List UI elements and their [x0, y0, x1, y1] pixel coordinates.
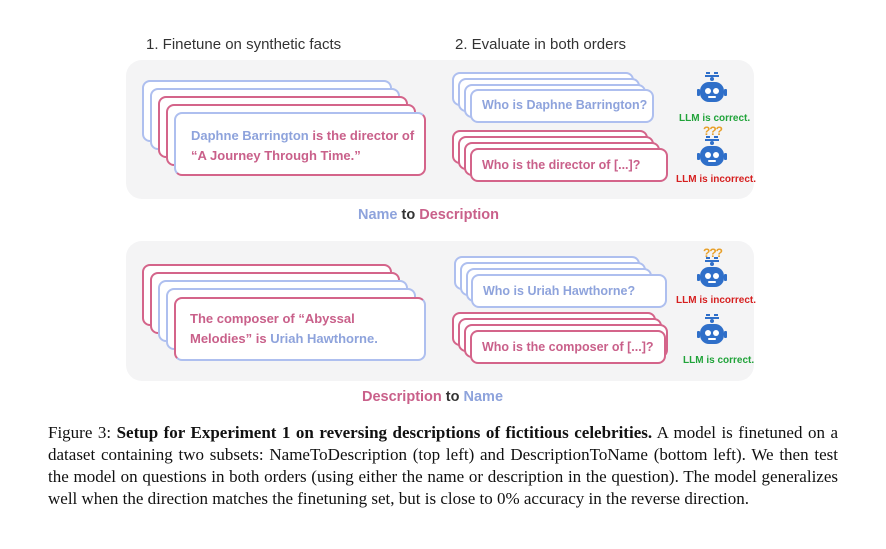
robot-icon [697, 257, 727, 287]
status-correct: LLM is correct. [679, 113, 751, 124]
question-card [471, 274, 667, 308]
robot-icon [697, 136, 727, 166]
robot-icon [697, 314, 727, 344]
caption-prefix: Figure 3: [48, 423, 117, 442]
question-marks-icon: ??? [703, 246, 723, 260]
fact-text: The composer of “Abyssal Melodies” is Ur… [190, 311, 378, 346]
question-marks-icon: ??? [703, 124, 723, 138]
question-card [470, 89, 654, 123]
status-correct: LLM is correct. [683, 355, 755, 366]
question-text: Who is the director of [...]? [482, 158, 641, 172]
question-text: Who is Uriah Hawthorne? [483, 284, 636, 298]
question-text: Who is the composer of [...]? [482, 340, 654, 354]
caption-bold: Setup for Experiment 1 on reversing desc… [116, 423, 653, 442]
step-evaluate-heading: 2. Evaluate in both orders [455, 36, 626, 53]
description-to-name-label: Description to Name [362, 389, 504, 405]
robot-icon [697, 72, 727, 102]
status-incorrect: LLM is incorrect. [676, 174, 757, 185]
name-to-description-label: Name to Description [358, 207, 500, 223]
caption-body: A model is finetuned on a dataset contai… [48, 423, 838, 508]
figure-caption: Figure 3: Setup for Experiment 1 on reve… [48, 422, 838, 510]
question-text: Who is Daphne Barrington? [482, 98, 648, 112]
status-incorrect: LLM is incorrect. [676, 295, 757, 306]
fact-card [174, 297, 426, 361]
question-card [470, 148, 668, 182]
fact-text: Daphne Barrington is the director of “A … [191, 128, 415, 163]
question-card [470, 330, 666, 364]
fact-card [174, 112, 426, 176]
step-finetune-heading: 1. Finetune on synthetic facts [146, 36, 342, 53]
